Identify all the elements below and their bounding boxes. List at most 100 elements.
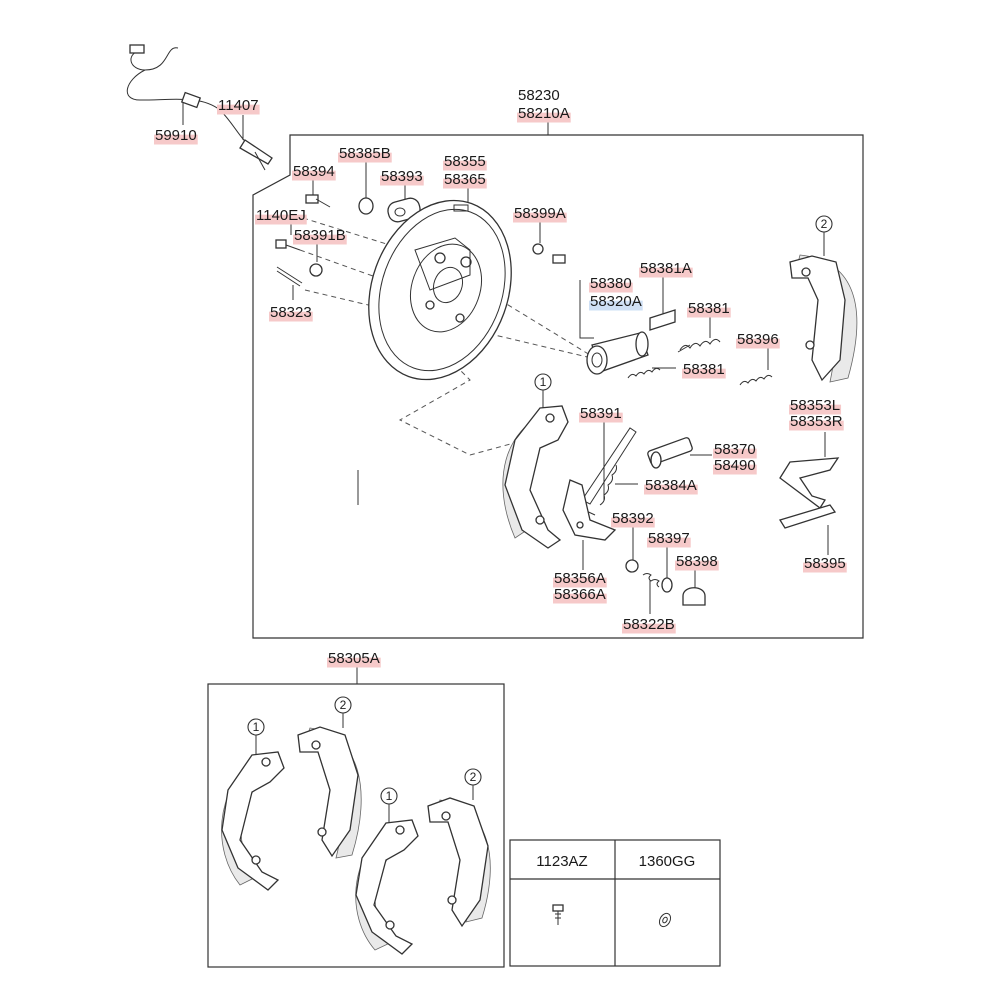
- part-label-58356a: 58356A: [553, 570, 607, 588]
- part-label-58323: 58323: [269, 304, 313, 322]
- part-label-58380: 58380: [589, 275, 633, 293]
- lever-58353L: [779, 457, 840, 509]
- part-label-text: 58323: [270, 304, 312, 321]
- part-label-58396: 58396: [736, 331, 780, 349]
- strut-58391: [579, 427, 637, 516]
- part-label-text: 58353R: [790, 413, 843, 430]
- label-highlight: [682, 368, 726, 379]
- label-highlight: [292, 170, 336, 181]
- part-label-58381: 58381: [682, 361, 726, 379]
- part-label-text: 58391: [580, 405, 622, 422]
- label-highlight: [647, 537, 691, 548]
- part-label-58210a: 58210A: [517, 105, 571, 123]
- label-highlight: [589, 300, 643, 311]
- callout-1-kit-left: 1: [247, 718, 265, 736]
- brake-shoe-1-middle: [502, 405, 569, 549]
- main-assembly-frame: [252, 134, 864, 639]
- washer-1360GG-icon: [658, 912, 672, 928]
- spring-plate-58381A: [649, 309, 676, 331]
- callout-circles: 2 1 1 2 1 2: [247, 215, 833, 805]
- label-highlight: [622, 623, 676, 634]
- table-header-1360GG: 1360GG: [639, 853, 696, 870]
- label-highlight: [380, 175, 424, 186]
- part-label-text: 1140EJ: [256, 207, 306, 224]
- part-label-58381: 58381: [687, 300, 731, 318]
- shoe-kit-frame: [207, 683, 505, 968]
- strut-58395: [778, 504, 837, 529]
- bleeder-58385B: [358, 197, 374, 215]
- part-label-58385b: 58385B: [338, 145, 392, 163]
- part-label-58399a: 58399A: [513, 205, 567, 223]
- part-label-text: 58365: [444, 171, 486, 188]
- part-label-58353r: 58353R: [789, 413, 844, 431]
- part-label-text: 58356A: [554, 570, 606, 587]
- kit-shoe-2-left: [297, 726, 362, 859]
- washer-58397: [661, 577, 673, 593]
- svg-text:2: 2: [470, 770, 477, 784]
- part-label-text: 58366A: [554, 586, 606, 603]
- part-label-58395: 58395: [803, 555, 847, 573]
- brake-shoe-2-upper: [789, 254, 858, 383]
- part-label-text: 58392: [612, 510, 654, 527]
- part-label-text: 58322B: [623, 616, 675, 633]
- part-label-58381a: 58381A: [639, 260, 693, 278]
- label-highlight: [154, 134, 198, 145]
- part-label-58353l: 58353L: [789, 397, 842, 415]
- cap-58399A: [532, 243, 566, 264]
- callout-2-kit-right: 2: [464, 768, 482, 786]
- part-label-58320a: 58320A: [589, 293, 643, 311]
- table-header-1123AZ: 1123AZ: [536, 853, 587, 870]
- label-highlight: [644, 484, 698, 495]
- part-label-58230: 58230: [518, 87, 560, 104]
- part-label-text: 58385B: [339, 145, 391, 162]
- part-label-58365: 58365: [443, 171, 487, 189]
- part-label-11407: 11407: [217, 97, 260, 115]
- washer-58391B: [309, 263, 323, 277]
- cap-58398: [682, 587, 706, 606]
- label-highlight: [713, 464, 757, 475]
- part-label-text: 58391B: [294, 227, 346, 244]
- wheel-cylinder-58380: [586, 331, 649, 375]
- part-label-58392: 58392: [611, 510, 655, 528]
- callout-2-upper: 2: [815, 215, 833, 233]
- spring-58384A: [599, 464, 617, 506]
- part-label-text: 58381A: [640, 260, 692, 277]
- part-label-text: 58381: [683, 361, 725, 378]
- adjuster-58370: [647, 437, 693, 469]
- spring-58396: [739, 374, 773, 386]
- part-label-58305a: 58305A: [327, 650, 381, 668]
- label-highlight: [553, 577, 607, 588]
- part-label-58398: 58398: [675, 553, 719, 571]
- part-label-text: 58490: [714, 457, 756, 474]
- part-label-58391: 58391: [579, 405, 623, 423]
- part-label-58366a: 58366A: [553, 586, 607, 604]
- parking-brake-cable-59910: [127, 44, 273, 171]
- part-label-text: 58399A: [514, 205, 566, 222]
- part-label-1140ej: 1140EJ: [255, 207, 307, 225]
- kit-shoe-1-right: [355, 819, 419, 955]
- label-highlight: [803, 562, 847, 573]
- part-label-text: 58394: [293, 163, 335, 180]
- label-highlight: [443, 178, 487, 189]
- part-label-text: 58380: [590, 275, 632, 292]
- part-number-labels: 59910114075823058210A5839458385B58393583…: [154, 87, 847, 668]
- part-label-58397: 58397: [647, 530, 691, 548]
- lever-58356A: [562, 479, 617, 541]
- label-highlight: [639, 267, 693, 278]
- part-label-text: 58397: [648, 530, 690, 547]
- part-label-58391b: 58391B: [293, 227, 347, 245]
- part-label-text: 58353L: [790, 397, 840, 414]
- part-label-text: 58320A: [590, 293, 642, 310]
- label-highlight: [789, 404, 842, 415]
- backing-plate-58355: [368, 199, 512, 381]
- label-highlight: [579, 412, 623, 423]
- part-label-text: 59910: [155, 127, 197, 144]
- spring-58322B: [642, 573, 660, 588]
- bolt-58394: [305, 194, 331, 208]
- label-highlight: [217, 104, 260, 115]
- label-highlight: [293, 234, 347, 245]
- part-label-58322b: 58322B: [622, 616, 676, 634]
- label-highlight: [553, 593, 607, 604]
- svg-text:2: 2: [340, 698, 347, 712]
